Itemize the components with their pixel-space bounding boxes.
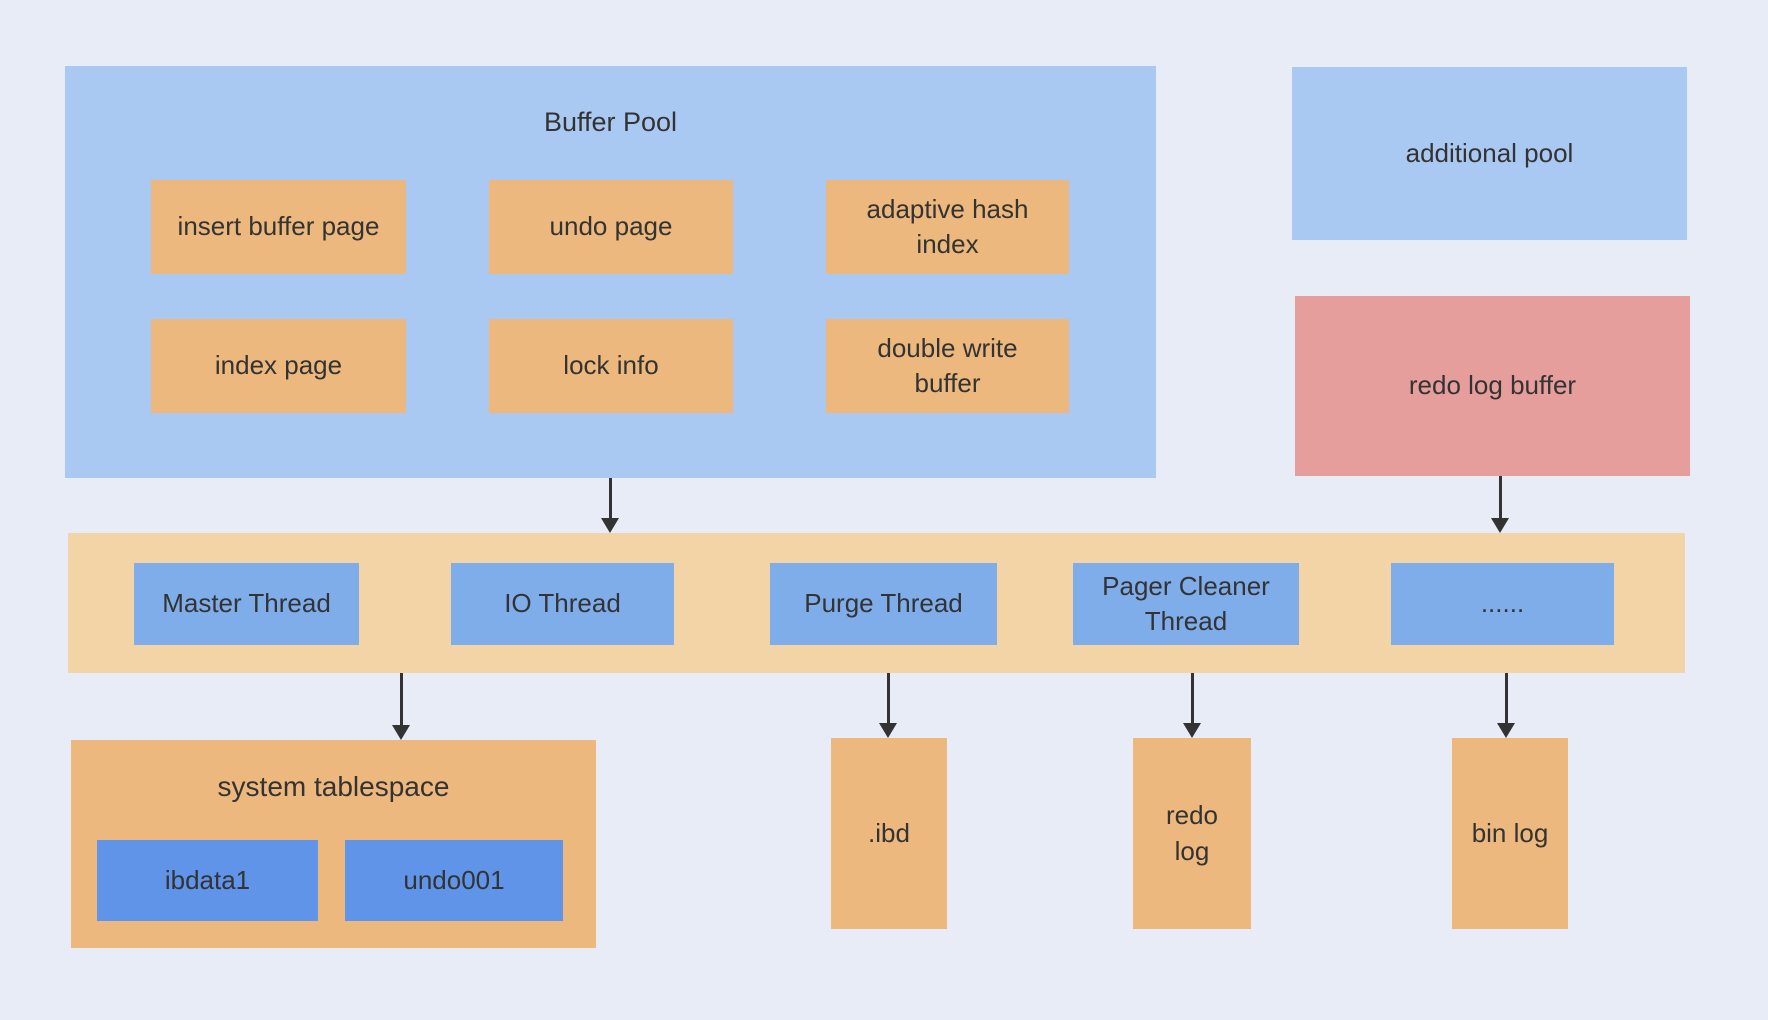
- arrow-band-to-bin-log: [1496, 673, 1516, 738]
- thread-label: IO Thread: [504, 588, 621, 619]
- arrow-head: [601, 518, 619, 533]
- cell-undo-page: undo page: [489, 180, 733, 274]
- thread-label: Purge Thread: [804, 588, 963, 619]
- arrow-shaft: [886, 673, 890, 726]
- file-label: undo001: [403, 864, 505, 895]
- cell-label: adaptive hash index: [866, 193, 1029, 259]
- arrow-shaft: [1498, 476, 1502, 521]
- arrow-shaft: [399, 673, 403, 728]
- cell-label: insert buffer page: [177, 211, 380, 242]
- thread-pager-cleaner: Pager Cleaner Thread: [1073, 563, 1299, 645]
- arrow-shaft: [1504, 673, 1508, 726]
- arrow-head: [1183, 723, 1201, 738]
- file-bin-log-box: bin log: [1452, 738, 1568, 929]
- file-label: ibdata1: [164, 864, 251, 895]
- cell-index-page: index page: [151, 319, 406, 413]
- file-label: .ibd: [868, 817, 910, 848]
- cell-label: index page: [214, 350, 343, 381]
- additional-pool-box: additional pool: [1292, 67, 1687, 240]
- file-label: bin log: [1471, 817, 1549, 848]
- thread-io: IO Thread: [451, 563, 674, 645]
- cell-label: lock info: [563, 350, 659, 381]
- file-ibdata1: ibdata1: [97, 840, 318, 921]
- arrow-buffer-pool-to-threads: [600, 478, 620, 533]
- arrow-shaft: [608, 478, 612, 521]
- system-tablespace-title: system tablespace: [217, 771, 450, 802]
- cell-double-write-buffer: double write buffer: [826, 319, 1069, 413]
- thread-label: ......: [1480, 588, 1525, 619]
- buffer-pool-title: Buffer Pool: [543, 107, 678, 137]
- thread-purge: Purge Thread: [770, 563, 997, 645]
- arrow-head: [1497, 723, 1515, 738]
- file-ibd-box: .ibd: [831, 738, 947, 929]
- arrow-band-to-system-tablespace: [391, 673, 411, 740]
- cell-label: undo page: [549, 211, 673, 242]
- redo-log-buffer-box: redo log buffer: [1295, 296, 1690, 476]
- arrow-head: [392, 725, 410, 740]
- file-undo001: undo001: [345, 840, 563, 921]
- thread-more: ......: [1391, 563, 1614, 645]
- file-redo-log-box: redo log: [1133, 738, 1251, 929]
- arrow-head: [1491, 518, 1509, 533]
- additional-pool-label: additional pool: [1405, 137, 1574, 168]
- arrow-band-to-ibd: [878, 673, 898, 738]
- cell-label: double write buffer: [877, 332, 1018, 398]
- cell-adaptive-hash-index: adaptive hash index: [826, 180, 1069, 274]
- arrow-band-to-redo-log: [1182, 673, 1202, 738]
- arrow-redo-log-buffer-to-threads: [1490, 476, 1510, 533]
- thread-label: Master Thread: [162, 588, 331, 619]
- arrow-shaft: [1190, 673, 1194, 726]
- file-label: redo log: [1165, 800, 1219, 866]
- redo-log-buffer-label: redo log buffer: [1408, 370, 1577, 401]
- cell-insert-buffer-page: insert buffer page: [151, 180, 406, 274]
- cell-lock-info: lock info: [489, 319, 733, 413]
- thread-master: Master Thread: [134, 563, 359, 645]
- arrow-head: [879, 723, 897, 738]
- thread-label: Pager Cleaner Thread: [1102, 570, 1270, 636]
